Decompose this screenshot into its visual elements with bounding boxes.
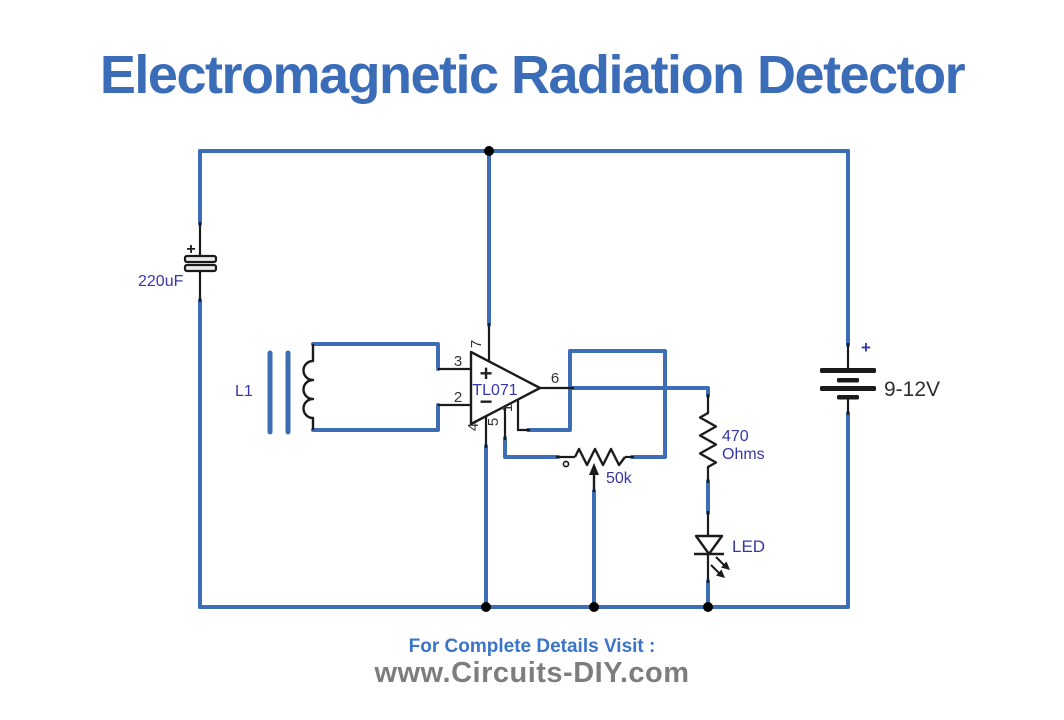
junction-dot <box>484 146 494 156</box>
opamp-pin5-number: 5 <box>485 418 502 426</box>
opamp-tl071: + − TL071 3 2 7 4 5 1 6 <box>454 340 559 431</box>
output-wire <box>570 386 710 398</box>
potentiometer-zigzag-icon <box>573 447 626 467</box>
junction-dot <box>703 602 713 612</box>
led: LED <box>694 534 765 578</box>
capacitor-plate-icon <box>183 263 218 273</box>
page-title: Electromagnetic Radiation Detector <box>99 45 966 105</box>
battery-long-plate-icon <box>820 386 876 391</box>
opamp-pin6-number: 6 <box>551 370 559 387</box>
led-emission-arrowhead-icon <box>716 569 725 578</box>
resistor-unit-label: Ohms <box>722 446 765 463</box>
opamp-pin4-number: 4 <box>465 423 482 431</box>
opamp-triangle-icon <box>469 350 542 426</box>
battery-9-12v: + 9-12V <box>820 338 940 401</box>
inductor-label: L1 <box>235 383 253 400</box>
resistor-value-label: 470 <box>722 428 749 445</box>
led-emission-arrow-icon <box>715 556 726 567</box>
footer-visit-text: For Complete Details Visit : <box>408 636 656 657</box>
opamp-pin3-number: 3 <box>454 353 462 370</box>
pin1-to-output-wire <box>526 349 572 432</box>
battery-long-plate-icon <box>820 368 876 373</box>
resistor-470: 470 Ohms <box>698 411 765 469</box>
battery-short-plate-icon <box>837 395 859 400</box>
capacitor-polarity-sign: + <box>186 241 195 258</box>
opamp-inverting-sign: − <box>480 389 493 414</box>
potentiometer-50k: 50k <box>562 447 633 492</box>
led-emission-arrowhead-icon <box>721 561 730 570</box>
junction-dot <box>589 602 599 612</box>
opamp-pin7-number: 7 <box>468 340 485 348</box>
battery-short-plate-icon <box>837 378 859 383</box>
led-label: LED <box>732 537 765 556</box>
potentiometer-wiper-arrow-icon <box>589 463 599 475</box>
capacitor-220uf: + 220uF <box>138 241 218 290</box>
led-triangle-icon <box>694 534 724 556</box>
inductor-coil-icon <box>302 344 315 430</box>
capacitor-value-label: 220uF <box>138 273 184 290</box>
battery-polarity-sign: + <box>861 338 871 357</box>
component-leads <box>198 222 850 583</box>
battery-value-label: 9-12V <box>884 378 940 401</box>
opamp-part-label: TL071 <box>472 382 517 399</box>
opamp-pin2-number: 2 <box>454 389 462 406</box>
junction-dots <box>481 146 713 612</box>
junction-dot <box>481 602 491 612</box>
inductor-loop-bottom-wire <box>311 403 440 432</box>
potentiometer-value-label: 50k <box>606 470 633 487</box>
potentiometer-terminal-icon <box>562 460 570 468</box>
opamp-pin1-lead <box>516 399 530 432</box>
led-emission-arrow-icon <box>710 564 721 575</box>
resistor-zigzag-icon <box>698 411 718 469</box>
pin5-to-pot-wire <box>503 436 560 459</box>
footer-website-text: www.Circuits-DIY.com <box>374 657 690 689</box>
opamp-noninverting-sign: + <box>480 361 493 386</box>
feedback-top-wire <box>568 349 667 459</box>
opamp-pin1-number: 1 <box>499 404 516 412</box>
capacitor-plate-icon <box>183 254 218 264</box>
inductor-l1: L1 <box>235 344 315 435</box>
inductor-loop-top-wire <box>311 342 440 371</box>
wires <box>198 149 850 609</box>
